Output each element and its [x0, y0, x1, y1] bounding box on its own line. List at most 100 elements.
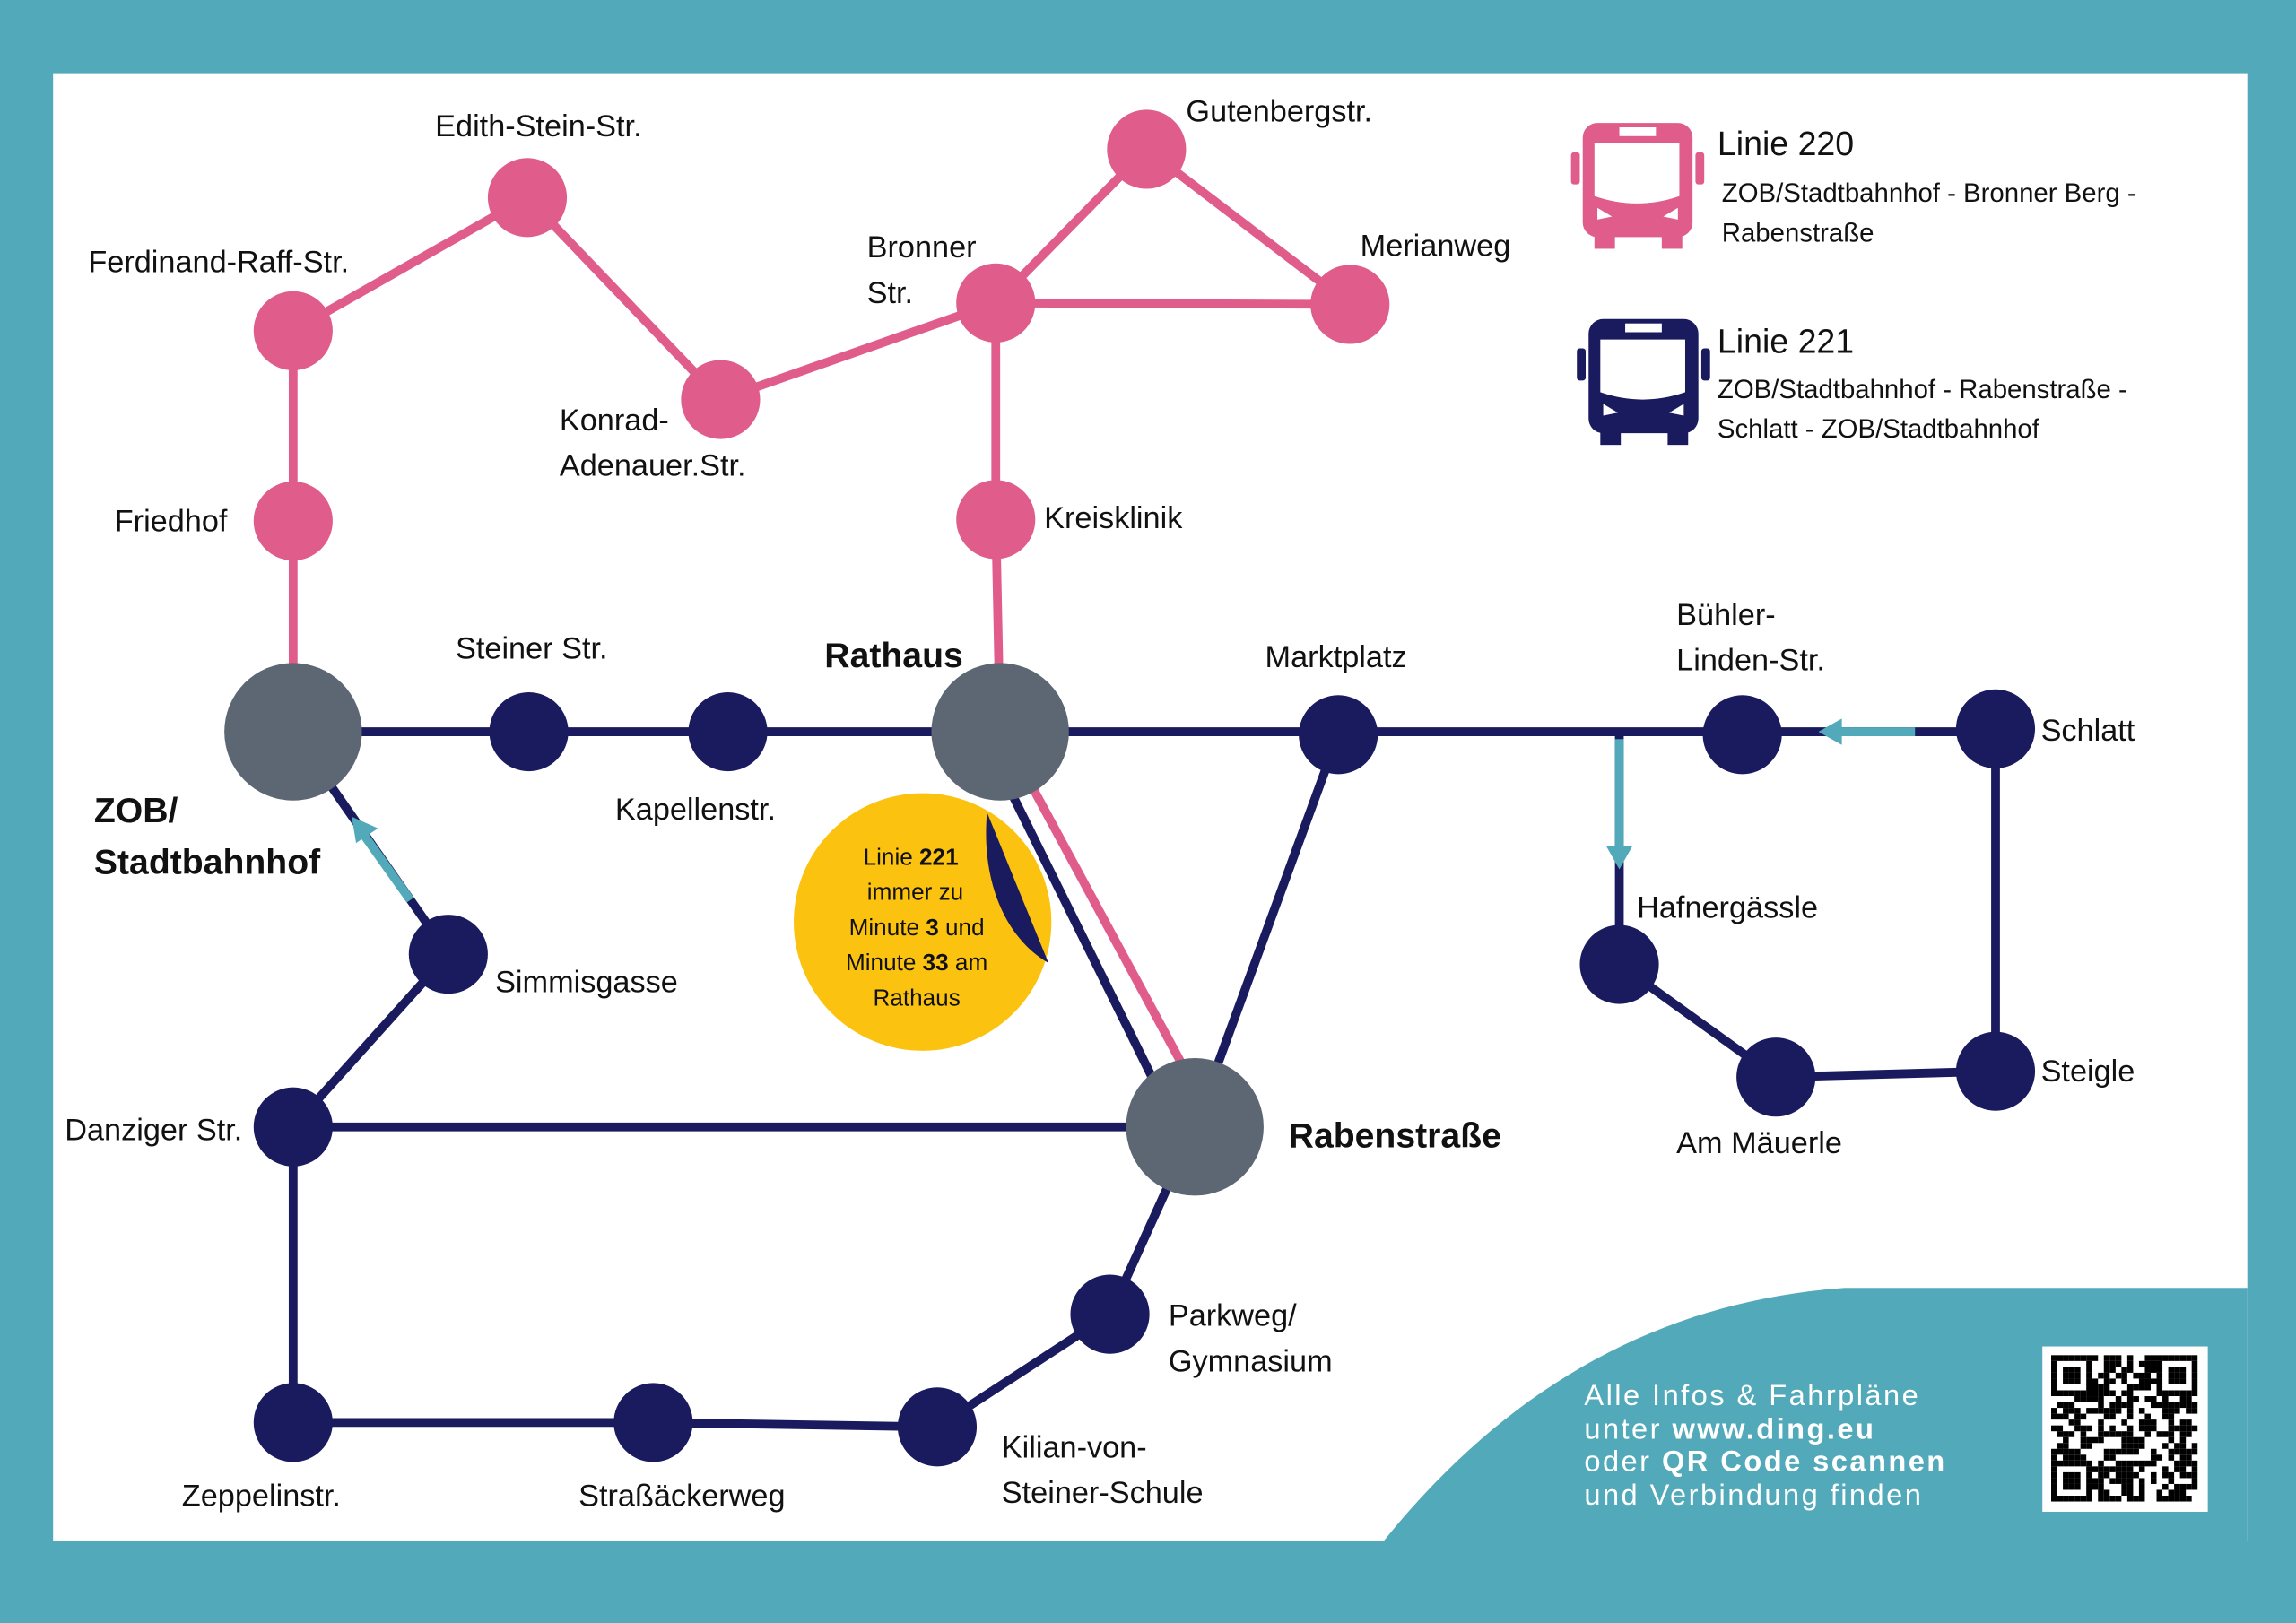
stop-steigle[interactable] — [1955, 1031, 2036, 1111]
qr-module — [2098, 1402, 2104, 1409]
qr-module — [2074, 1355, 2081, 1361]
qr-module — [2103, 1413, 2110, 1420]
stop-konrad-adenauer[interactable] — [681, 360, 761, 439]
qr-module — [2074, 1408, 2081, 1414]
qr-module — [2092, 1355, 2099, 1361]
stop-danziger[interactable] — [253, 1087, 333, 1167]
qr-module — [2051, 1378, 2057, 1384]
stop-zeppelin[interactable] — [253, 1383, 333, 1462]
label-konrad-adenauer: Konrad-Adenauer.Str. — [560, 404, 746, 483]
qr-module — [2179, 1436, 2187, 1444]
qr-module — [2098, 1483, 2104, 1490]
hub-zob[interactable] — [224, 663, 362, 801]
qr-module — [2086, 1367, 2092, 1373]
stop-am-maeuerle[interactable] — [1736, 1037, 1816, 1117]
qr-module — [2121, 1402, 2127, 1409]
qr-module — [2138, 1384, 2145, 1391]
qr-module — [2074, 1378, 2081, 1384]
qr-module — [2051, 1448, 2057, 1455]
qr-module — [2156, 1384, 2163, 1391]
stop-simmisgasse[interactable] — [408, 915, 488, 994]
stop-hafnergaessle[interactable] — [1579, 924, 1659, 1004]
stop-kapellenstr[interactable] — [688, 691, 768, 772]
stop-kilian[interactable] — [897, 1387, 978, 1467]
qr-module — [2138, 1460, 2145, 1467]
qr-module — [2074, 1372, 2081, 1379]
qr-module — [2168, 1471, 2175, 1479]
qr-module — [2063, 1367, 2069, 1373]
qr-module — [2051, 1454, 2057, 1461]
website-link[interactable]: www.ding.eu — [1671, 1411, 1875, 1445]
qr-module — [2186, 1402, 2192, 1409]
qr-module — [2080, 1496, 2087, 1502]
qr-module — [2068, 1471, 2075, 1479]
qr-module — [2186, 1431, 2192, 1437]
qr-module — [2080, 1396, 2087, 1402]
qr-module — [2074, 1483, 2081, 1490]
qr-module — [2179, 1489, 2187, 1497]
qr-module — [2126, 1489, 2134, 1497]
arrow-up-icon — [360, 831, 414, 903]
qr-module — [2179, 1355, 2187, 1361]
stop-merianweg[interactable] — [1310, 265, 1390, 344]
stop-buehler-linden[interactable] — [1702, 695, 1782, 775]
label-ferdinand-raff: Ferdinand-Raff-Str. — [88, 246, 349, 280]
qr-module — [2156, 1372, 2163, 1379]
qr-module — [2126, 1471, 2134, 1479]
qr-module — [2063, 1448, 2069, 1455]
qr-module — [2174, 1448, 2180, 1455]
qr-module — [2121, 1471, 2127, 1479]
qr-module — [2109, 1466, 2116, 1472]
qr-module — [2144, 1419, 2151, 1426]
stop-parkweg[interactable] — [1070, 1274, 1150, 1354]
qr-module — [2156, 1360, 2163, 1367]
stop-ferdinand-raff[interactable] — [253, 291, 333, 370]
qr-module — [2098, 1471, 2104, 1479]
qr-module — [2144, 1425, 2151, 1432]
qr-module — [2138, 1436, 2145, 1444]
qr-module — [2179, 1367, 2187, 1373]
qr-module — [2162, 1466, 2169, 1472]
label-hafnergaessle: Hafnergässle — [1637, 890, 1818, 924]
qr-module — [2174, 1496, 2180, 1502]
qr-module — [2186, 1390, 2192, 1397]
qr-module — [2080, 1413, 2087, 1420]
qr-module — [2168, 1425, 2175, 1432]
stop-kreisklinik[interactable] — [956, 480, 1036, 560]
stop-friedhof[interactable] — [253, 481, 333, 561]
stop-bronner[interactable] — [956, 263, 1036, 343]
qr-module — [2086, 1443, 2092, 1449]
qr-module — [2179, 1390, 2187, 1397]
qr-module — [2144, 1460, 2151, 1467]
qr-module — [2179, 1425, 2187, 1432]
stop-steiner[interactable] — [489, 691, 569, 772]
qr-module — [2063, 1402, 2069, 1409]
qr-module — [2051, 1425, 2057, 1432]
qr-module — [2156, 1454, 2163, 1461]
info-panel-bg — [1383, 1288, 2248, 1541]
stop-marktplatz[interactable] — [1299, 695, 1378, 775]
qr-module — [2115, 1448, 2122, 1455]
qr-code-modules — [2051, 1355, 2198, 1502]
notice-line-5: Rathaus — [874, 984, 961, 1011]
qr-module — [2063, 1413, 2069, 1420]
label-kilian: Kilian-von-Steiner-Schule — [1002, 1431, 1204, 1511]
line-220-stops — [253, 109, 1390, 561]
hub-rathaus[interactable] — [931, 663, 1069, 801]
qr-module — [2074, 1496, 2081, 1502]
qr-module — [2174, 1425, 2180, 1432]
stop-edith-stein[interactable] — [487, 158, 568, 238]
qr-module — [2109, 1413, 2116, 1420]
qr-module — [2186, 1460, 2192, 1467]
hub-rabenstrasse[interactable] — [1126, 1058, 1264, 1196]
qr-module — [2086, 1425, 2092, 1432]
qr-module — [2144, 1372, 2151, 1379]
stop-strassaecker[interactable] — [613, 1383, 693, 1462]
qr-module — [2144, 1384, 2151, 1391]
qr-module — [2051, 1408, 2057, 1414]
stop-gutenberg[interactable] — [1107, 109, 1187, 189]
stop-schlatt[interactable] — [1955, 689, 2036, 768]
notice-line-3: Minute 3 und — [849, 914, 985, 941]
label-parkweg: Parkweg/Gymnasium — [1169, 1299, 1333, 1379]
